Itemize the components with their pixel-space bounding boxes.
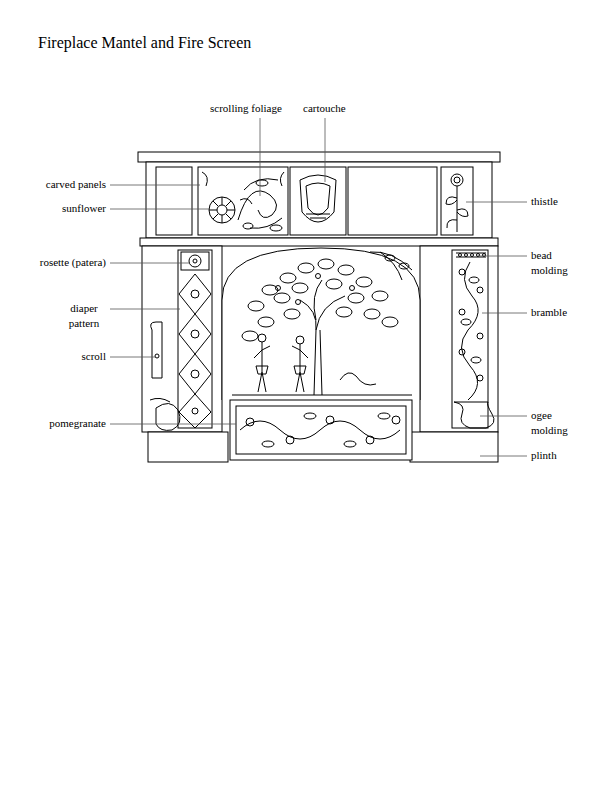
part-label: carved panels	[46, 177, 106, 192]
part-label: scroll	[82, 349, 106, 364]
part-label: pomegranate	[49, 416, 106, 431]
carved-panel	[202, 172, 284, 231]
part-label: bead molding	[531, 248, 577, 278]
part-label: rosette (patera)	[40, 255, 106, 270]
mantel-structure	[138, 152, 500, 462]
page-title: Fireplace Mantel and Fire Screen	[38, 33, 251, 53]
part-label: bramble	[531, 305, 567, 320]
part-label: sunflower	[62, 201, 106, 216]
cartouche	[300, 175, 336, 222]
leader-lines	[110, 118, 527, 456]
part-label: thistle	[531, 194, 558, 209]
scroll	[151, 322, 162, 378]
screen-panel-carving	[240, 413, 400, 447]
pomegranate	[150, 398, 180, 430]
rosette	[181, 252, 209, 270]
thistle-carving	[446, 174, 468, 232]
part-label: plinth	[531, 448, 557, 463]
part-label: ogee molding	[531, 408, 577, 438]
spandrel-foliage	[370, 252, 412, 280]
part-label: cartouche	[303, 101, 346, 116]
bramble-carving	[459, 262, 483, 400]
diaper-pattern	[179, 274, 211, 428]
part-label: diaper pattern	[62, 301, 106, 331]
part-label: scrolling foliage	[210, 101, 282, 116]
figures	[232, 334, 412, 395]
ogee-molding	[454, 402, 494, 428]
tree-of-knowledge	[242, 259, 398, 395]
